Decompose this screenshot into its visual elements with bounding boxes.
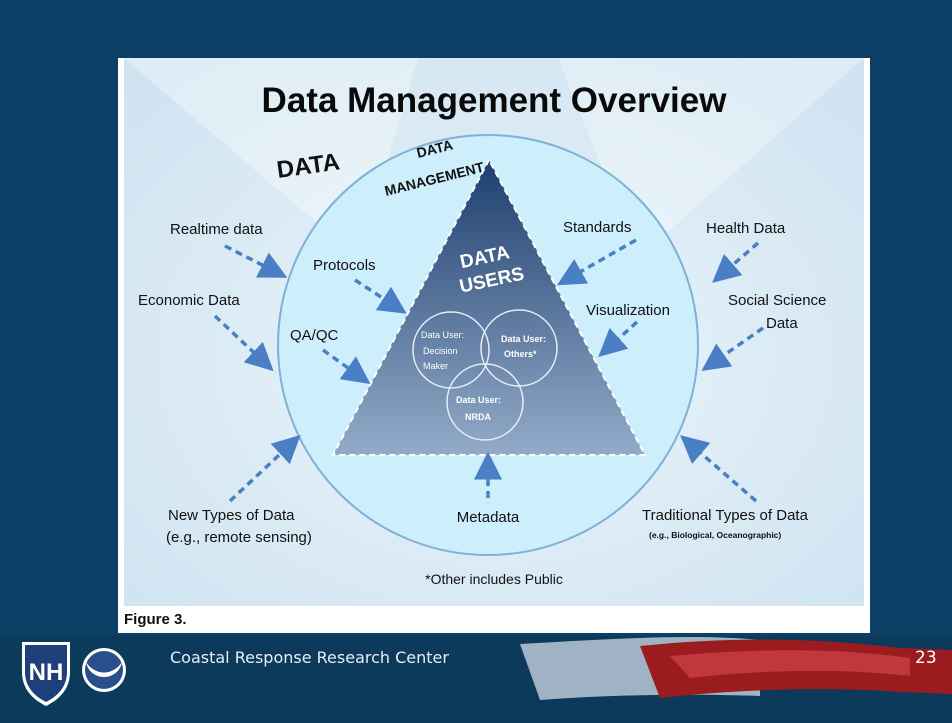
traditional-types-label-line1: Traditional Types of Data <box>642 507 809 524</box>
footnote: *Other includes Public <box>425 571 563 587</box>
arrow-standards <box>556 238 637 286</box>
arrow-new-types <box>228 434 301 503</box>
svg-text:NH: NH <box>29 659 64 686</box>
venn-decision-line2: Decision <box>423 346 458 356</box>
arrow-realtime <box>224 244 288 278</box>
data-management-diagram: Data Management Overview DATA DATA MANAG… <box>124 58 864 606</box>
health-data-label: Health Data <box>706 220 786 237</box>
venn-nrda-line1: Data User: <box>456 395 501 405</box>
traditional-types-label-line2: (e.g., Biological, Oceanographic) <box>649 530 781 540</box>
qaqc-label: QA/QC <box>290 327 339 344</box>
arrow-traditional-types <box>680 435 758 503</box>
arrow-qaqc <box>321 348 371 385</box>
footer-bar: NH <box>0 636 952 723</box>
new-types-label-line1: New Types of Data <box>168 507 295 524</box>
visualization-label: Visualization <box>586 302 670 319</box>
arrow-protocols <box>354 278 407 314</box>
venn-circle-decision-maker <box>412 311 490 389</box>
data-users-triangle <box>331 157 647 456</box>
protocols-label: Protocols <box>313 257 376 274</box>
venn-decision-line1: Data User: <box>421 330 464 340</box>
realtime-data-label: Realtime data <box>170 221 263 238</box>
unh-logo: NH <box>22 642 70 706</box>
venn-others-line2: Others* <box>504 349 537 359</box>
venn-others-line1: Data User: <box>501 334 546 344</box>
venn-decision-line3: Maker <box>423 361 448 371</box>
social-science-label-line2: Data <box>766 315 798 332</box>
noaa-logo <box>82 648 126 692</box>
social-science-label-line1: Social Science <box>728 292 826 309</box>
figure-caption: Figure 3. <box>124 611 187 628</box>
organization-name: Coastal Response Research Center <box>170 648 449 667</box>
footer-wave-red-highlight <box>670 650 910 678</box>
figure-panel: Data Management Overview DATA DATA MANAG… <box>118 58 870 633</box>
arrow-visualization <box>598 320 639 358</box>
page-number: 23 <box>915 648 937 668</box>
economic-data-label: Economic Data <box>138 292 240 309</box>
arrow-social-science <box>701 326 765 372</box>
venn-circle-nrda <box>446 363 524 441</box>
venn-nrda-line2: NRDA <box>465 412 491 422</box>
new-types-label-line2: (e.g., remote sensing) <box>166 529 312 546</box>
diagram-title: Data Management Overview <box>262 81 728 120</box>
metadata-label: Metadata <box>457 509 520 526</box>
standards-label: Standards <box>563 219 631 236</box>
arrow-health <box>712 241 760 283</box>
